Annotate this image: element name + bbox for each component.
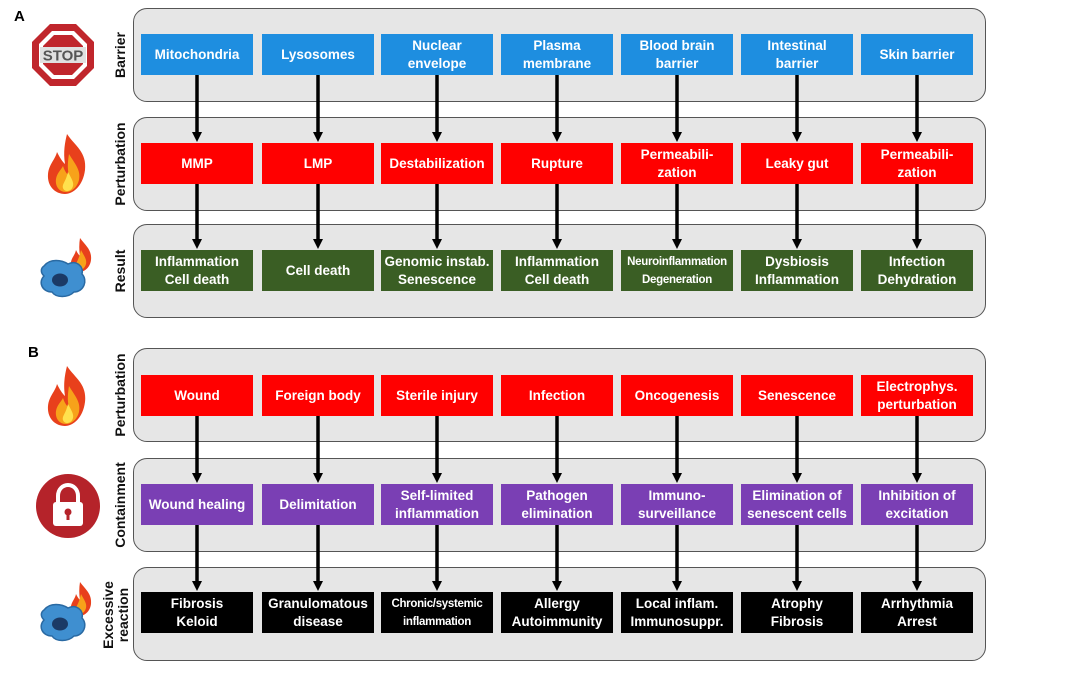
panel-b-containment-box: Immuno- surveillance	[621, 484, 733, 525]
panel-a-perturbation-box: Permeabili- zation	[861, 143, 973, 184]
panel-b-containment-box: Delimitation	[262, 484, 374, 525]
panel-b-perturbation-box: Oncogenesis	[621, 375, 733, 416]
panel-b-perturbation-box: Infection	[501, 375, 613, 416]
flame-icon	[47, 134, 86, 194]
panel-a-barrier-box: Blood brain barrier	[621, 34, 733, 75]
panel-a-barrier-box: Nuclear envelope	[381, 34, 493, 75]
panel-b-perturbation-box: Wound	[141, 375, 253, 416]
panel-a-perturbation-box: MMP	[141, 143, 253, 184]
panel-b-excessive-reaction-box: Atrophy Fibrosis	[741, 592, 853, 633]
panel-b-containment-box: Self-limited inflammation	[381, 484, 493, 525]
svg-text:STOP: STOP	[43, 48, 84, 65]
cell-with-flame-icon	[40, 238, 92, 298]
panel-a-result-box: Inflammation Cell death	[501, 250, 613, 291]
panel-b-excessive-reaction-box: Granulomatous disease	[262, 592, 374, 633]
panel-a-perturbation-box: LMP	[262, 143, 374, 184]
panel-a-perturbation-box: Destabilization	[381, 143, 493, 184]
panel-b-containment-box: Inhibition of excitation	[861, 484, 973, 525]
panel-b-excessive-reaction-box: Chronic/systemic inflammation	[381, 592, 493, 633]
panel-a-perturbation-box: Permeabili- zation	[621, 143, 733, 184]
lock-icon	[36, 474, 100, 538]
panel-b-excessive-reaction-box: Local inflam. Immunosuppr.	[621, 592, 733, 633]
panel-b-excessive-reaction-box: Arrhythmia Arrest	[861, 592, 973, 633]
panel-b-perturbation-box: Sterile injury	[381, 375, 493, 416]
panel-a-barrier-box: Lysosomes	[262, 34, 374, 75]
panel-b-excessive-reaction-box: Allergy Autoimmunity	[501, 592, 613, 633]
panel-a-letter: A	[14, 8, 25, 25]
panel-b-letter: B	[28, 344, 39, 361]
panel-a-result-box: Genomic instab. Senescence	[381, 250, 493, 291]
panel-b-containment-box: Pathogen elimination	[501, 484, 613, 525]
panel-b-containment-box: Elimination of senescent cells	[741, 484, 853, 525]
stop-sign-icon: STOP	[32, 24, 94, 86]
panel-b-perturbation-box: Senescence	[741, 375, 853, 416]
panel-b-perturbation-box: Electrophys. perturbation	[861, 375, 973, 416]
panel-a-perturbation-box: Leaky gut	[741, 143, 853, 184]
panel-b-containment-box: Wound healing	[141, 484, 253, 525]
panel-a-result-box: Neuroinflammation Degeneration	[621, 250, 733, 291]
panel-a-result-box: Cell death	[262, 250, 374, 291]
panel-a-barrier-box: Skin barrier	[861, 34, 973, 75]
panel-a-barrier-box: Plasma membrane	[501, 34, 613, 75]
panel-a-barrier-box: Intestinal barrier	[741, 34, 853, 75]
panel-a-barrier-box: Mitochondria	[141, 34, 253, 75]
panel-a-result-box: Infection Dehydration	[861, 250, 973, 291]
panel-b-perturbation-box: Foreign body	[262, 375, 374, 416]
panel-b-excessive-reaction-box: Fibrosis Keloid	[141, 592, 253, 633]
flame-icon	[47, 366, 86, 426]
cell-with-flame-icon	[40, 582, 92, 642]
panel-a-perturbation-box: Rupture	[501, 143, 613, 184]
panel-a-result-box: Dysbiosis Inflammation	[741, 250, 853, 291]
panel-a-result-box: Inflammation Cell death	[141, 250, 253, 291]
